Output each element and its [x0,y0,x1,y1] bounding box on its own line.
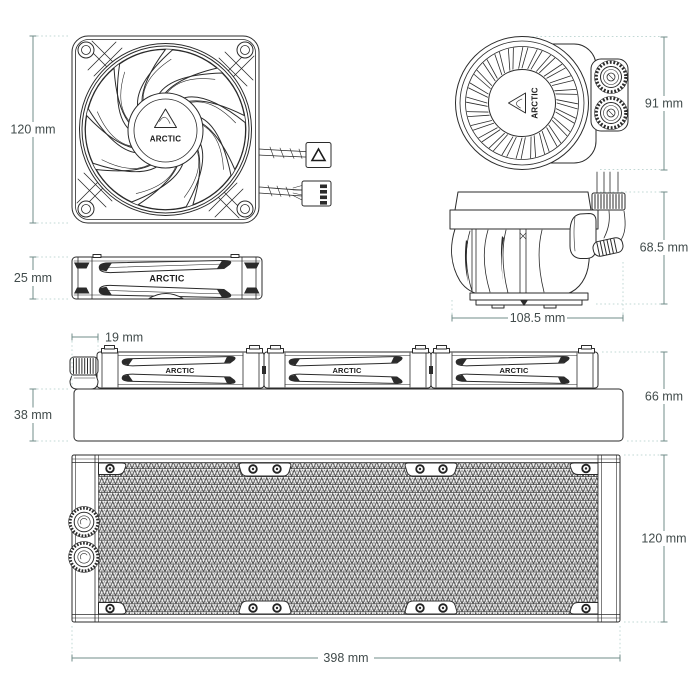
dim-label-pump-width: 108.5 mm [510,311,566,325]
pump-fitting-top [594,60,628,94]
dimension-fan-depth: 25 mm [14,256,70,300]
assembly-blade-bands [121,356,570,384]
radiator-front-view: 120 mm 398 mm [67,454,687,665]
dim-label-radiator-length: 398 mm [323,651,368,665]
dim-label-pump-height: 68.5 mm [640,241,689,255]
fan-hub-brand-text: ARCTIC [150,135,181,144]
dim-label-core-thickness: 38 mm [14,408,52,422]
arctic-logo-pump: ARCTIC [508,87,540,119]
fan-side-blade-band-top [98,259,232,274]
assembly-fan-tabs [101,345,595,354]
radiator-assembly-view: ARCTIC ARCTIC ARCTIC 19 mm 38 mm 66 mm [14,331,683,442]
dimension-radiator-height: 120 mm [624,454,687,623]
fan-cable-4pin [258,180,332,207]
dimension-pump-width: 108.5 mm [451,262,624,325]
pump-cold-plate [469,292,589,309]
fan-side-view: ARCTIC 25 mm [14,254,263,300]
arctic-logo-fan-hub: ARCTIC [150,108,181,144]
dimension-fitting-offset: 19 mm [71,331,143,386]
radiator-fitting-top [67,505,101,539]
radiator-fitting-bottom [67,540,101,574]
dimension-core-thickness: 38 mm [14,388,70,442]
pump-fitting-bottom [594,96,628,130]
pump-hose-collars [591,192,626,211]
dimension-fan-height: 120 mm [10,35,70,224]
dim-label-pump-diameter: 91 mm [645,97,683,111]
pump-brand-text: ARCTIC [531,87,540,118]
fan-front-view: ARCTIC 120 mm [10,34,332,230]
dimension-pump-diameter: 91 mm [532,36,683,171]
fan-corner-screw-holes [77,41,254,218]
dimension-assembly-height: 66 mm [602,351,683,442]
radiator-mounting-tabs [98,462,599,615]
dim-label-fan-depth: 25 mm [14,271,52,285]
assembly-inlet-fittings [69,356,99,390]
dimension-radiator-length: 398 mm [71,626,621,665]
dim-label-fan-height: 120 mm [10,123,55,137]
fan-cable-pwm [258,142,332,168]
fan-side-blade-band-bottom [98,284,232,299]
pump-side-view: 68.5 mm 108.5 mm [449,171,689,325]
dimension-pump-height: 68.5 mm [596,191,689,305]
connector-logo-triangle [310,147,327,162]
assembly-fan-details [101,352,594,388]
dim-label-radiator-height: 120 mm [641,532,686,546]
assembly-fan1-brand: ARCTIC [166,366,195,375]
assembly-fan3-brand: ARCTIC [500,366,529,375]
pump-top-view: ARCTIC 91 mm [455,36,683,171]
dim-label-assembly-height: 66 mm [645,390,683,404]
pump-elbow-fitting [592,210,626,257]
fan-side-brand-text: ARCTIC [149,274,184,284]
dim-label-fitting-offset: 19 mm [105,331,143,345]
assembly-fan2-brand: ARCTIC [333,366,362,375]
radiator-fin-core [98,463,598,614]
